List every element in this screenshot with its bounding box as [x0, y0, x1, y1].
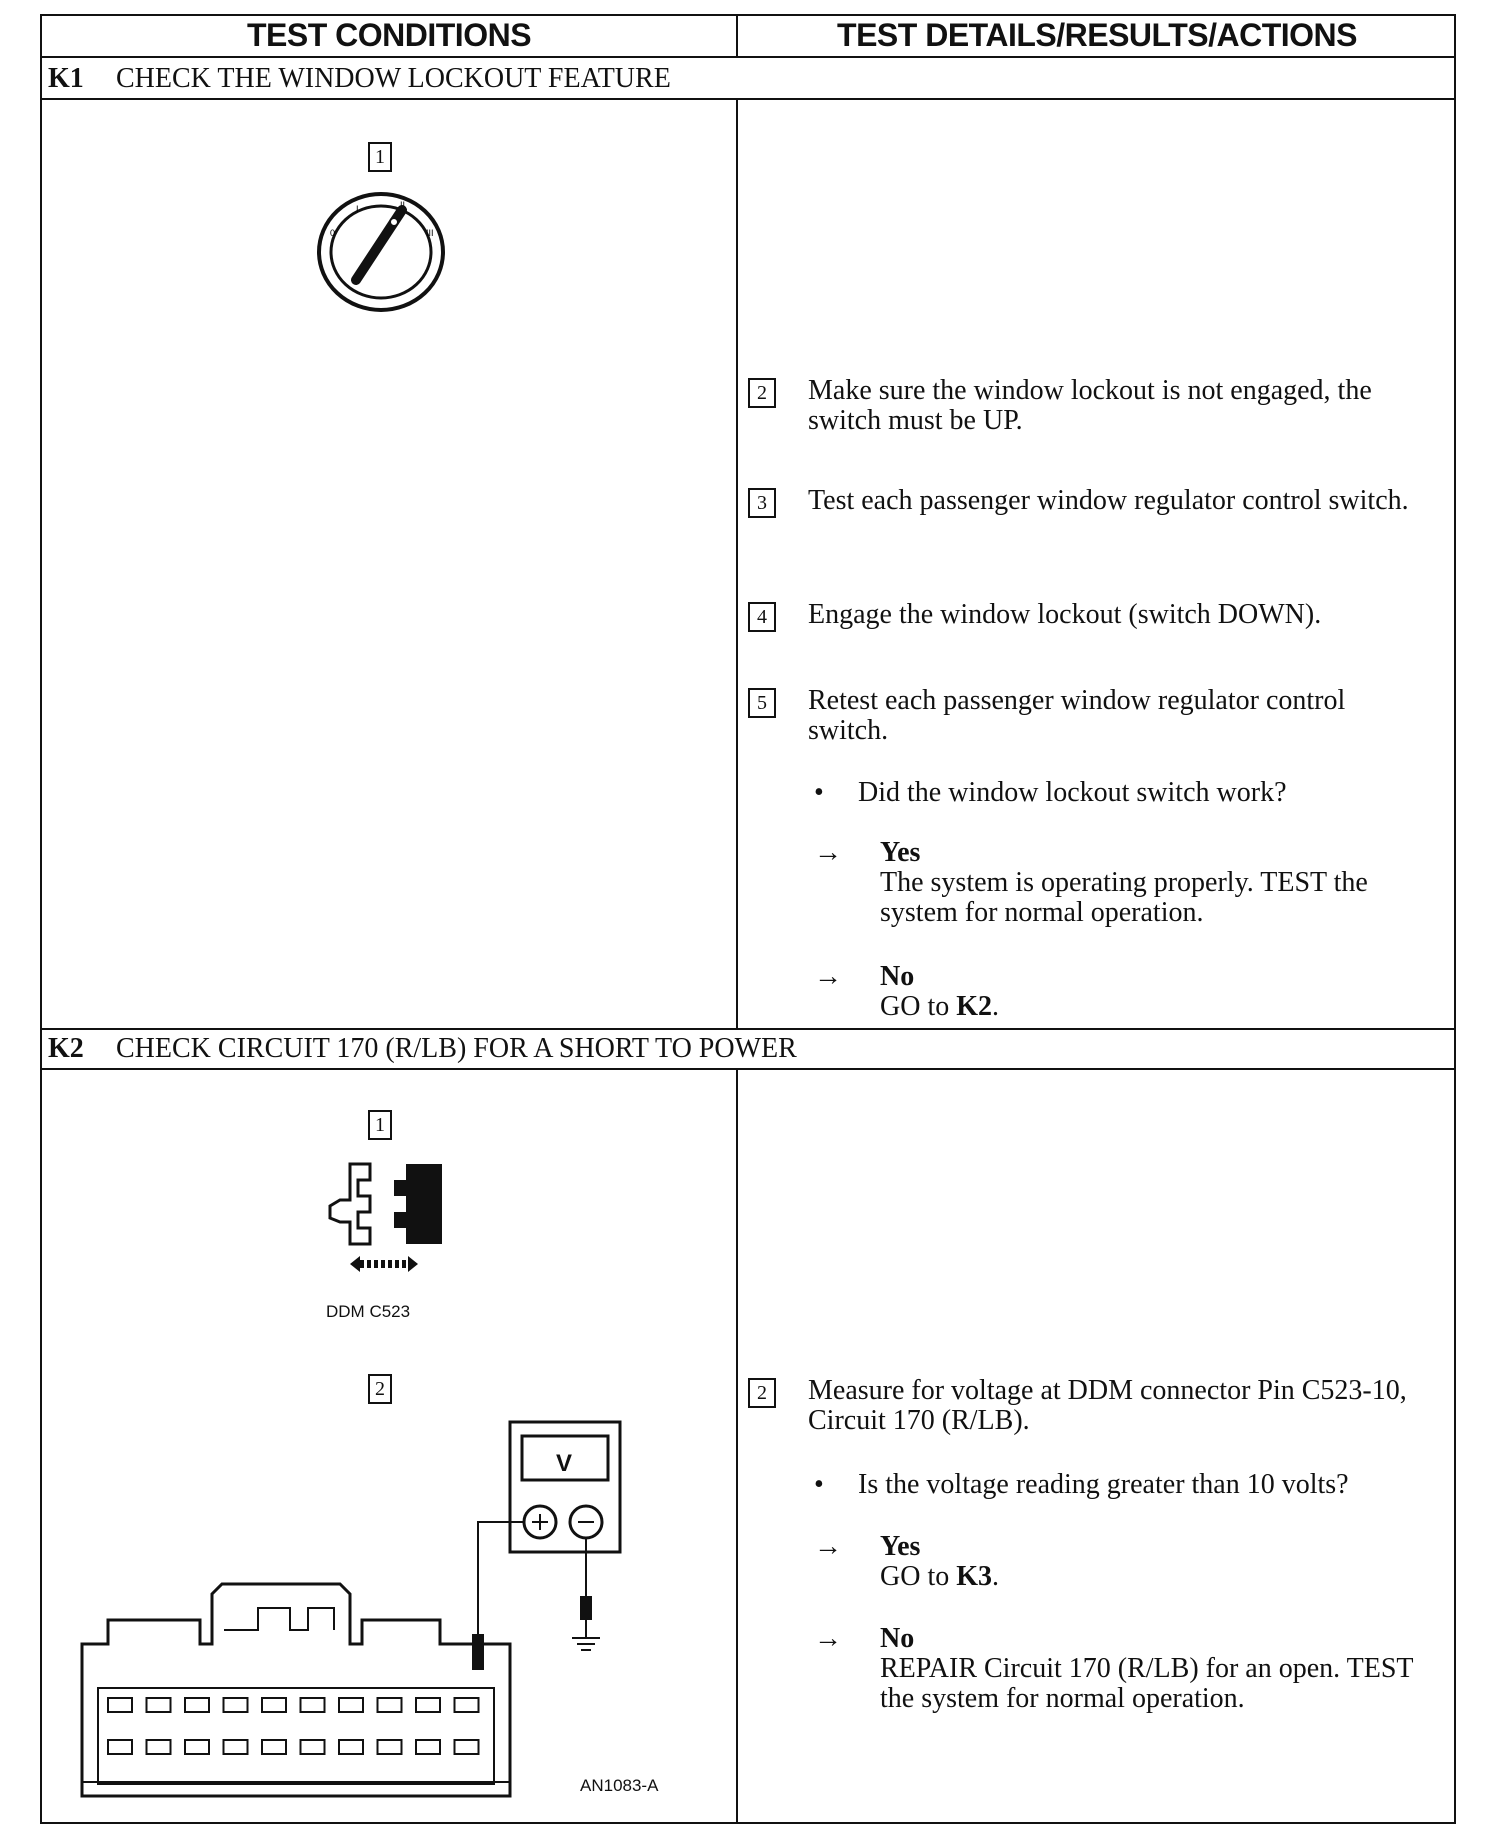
- k1-title: CHECK THE WINDOW LOCKOUT FEATURE: [116, 63, 671, 94]
- connector-pin-cavity: [107, 1697, 133, 1713]
- k2-figure1-number: 1: [368, 1110, 392, 1140]
- goto-target: K3: [956, 1561, 993, 1592]
- step-number: 2: [748, 1378, 776, 1408]
- step-text: Measure for voltage at DDM connector Pin…: [808, 1375, 1407, 1436]
- ground-icon: [572, 1620, 600, 1651]
- result-label: No: [880, 1623, 915, 1654]
- connector-pin-cavity: [299, 1697, 326, 1713]
- connector-pin-cavity: [453, 1739, 480, 1755]
- result-text: The system is operating properly. TEST t…: [880, 867, 1368, 928]
- k2-step-2: 2 Measure for voltage at DDM connector P…: [748, 1376, 1448, 1436]
- bullet-icon: •: [814, 777, 824, 808]
- header-divider: [40, 56, 1456, 58]
- connector-pin-cavity: [222, 1739, 249, 1755]
- connector-disconnect-icon: [328, 1162, 442, 1272]
- k1-id: K1: [48, 63, 84, 94]
- k2-question: • Is the voltage reading greater than 10 …: [814, 1470, 1349, 1500]
- connector-pin-cavity: [222, 1697, 249, 1713]
- result-text-suffix: .: [992, 991, 1000, 1022]
- connector-pin-cavity: [261, 1739, 287, 1755]
- test-table: [40, 14, 1456, 1824]
- step-text: Retest each passenger window regulator c…: [808, 685, 1346, 746]
- k1-step-5: 5 Retest each passenger window regulator…: [748, 686, 1448, 746]
- voltmeter-icon: [508, 1420, 622, 1554]
- connector-pin-cavity: [299, 1739, 326, 1755]
- connector-pin-cavity: [184, 1697, 210, 1713]
- connector-pin-cavity: [145, 1697, 172, 1713]
- connector-pin-cavity: [376, 1739, 403, 1755]
- arrow-right-icon: →: [814, 1623, 842, 1654]
- svg-text:III: III: [426, 228, 434, 238]
- column-divider-k2: [736, 1068, 738, 1824]
- header-test-details: TEST DETAILS/RESULTS/ACTIONS: [837, 16, 1357, 53]
- arrow-right-icon: →: [814, 837, 842, 868]
- svg-text:II: II: [400, 200, 405, 210]
- question-text: Did the window lockout switch work?: [858, 777, 1287, 808]
- step-text: Make sure the window lockout is not enga…: [808, 375, 1372, 436]
- connector-pin-cavity: [376, 1697, 403, 1713]
- k2-title: CHECK CIRCUIT 170 (R/LB) FOR A SHORT TO …: [116, 1033, 797, 1064]
- connector-pin-cavity: [338, 1739, 364, 1755]
- k1-title-divider: [40, 98, 1456, 100]
- result-text-prefix: GO to: [880, 991, 957, 1022]
- step-number: 2: [748, 378, 776, 408]
- voltmeter-connector-diagram: [80, 1420, 622, 1798]
- step-number: 3: [748, 488, 776, 518]
- connector-pin-cavity: [415, 1739, 441, 1755]
- meter-label: V: [556, 1450, 573, 1477]
- k2-result-yes: → Yes GO to K3.: [814, 1532, 1440, 1592]
- svg-text:I: I: [356, 204, 359, 214]
- connector-face-icon: [80, 1582, 512, 1798]
- connector-pin-cavity: [415, 1697, 441, 1713]
- ignition-switch-icon: 0 I II III: [317, 192, 445, 312]
- k1-result-no: → No GO to K2.: [814, 962, 1440, 1022]
- k1-step-3: 3 Test each passenger window regulator c…: [748, 485, 1448, 518]
- k2-id: K2: [48, 1033, 84, 1064]
- svg-text:0: 0: [330, 228, 335, 238]
- header-test-conditions: TEST CONDITIONS: [246, 16, 532, 53]
- k2-figure2-number: 2: [368, 1374, 392, 1404]
- step-number: 4: [748, 602, 776, 632]
- connector-pin-cavity: [453, 1697, 480, 1713]
- result-label: Yes: [880, 837, 921, 868]
- connector-pin-cavity: [145, 1739, 172, 1755]
- step-text: Test each passenger window regulator con…: [808, 485, 1409, 516]
- connector-pin-cavity: [261, 1697, 287, 1713]
- connector-pin-cavity: [338, 1697, 364, 1713]
- k2-title-divider: [40, 1068, 1456, 1070]
- arrow-right-icon: →: [814, 1531, 842, 1562]
- figure-id: AN1083-A: [580, 1776, 659, 1795]
- k2-title-row: K2 CHECK CIRCUIT 170 (R/LB) FOR A SHORT …: [48, 1028, 797, 1070]
- k1-result-yes: → Yes The system is operating properly. …: [814, 838, 1440, 928]
- question-text: Is the voltage reading greater than 10 v…: [858, 1469, 1349, 1500]
- goto-target: K2: [956, 991, 993, 1022]
- column-divider-k1: [736, 98, 738, 1030]
- column-divider-header: [736, 14, 738, 58]
- connector-caption: DDM C523: [326, 1302, 411, 1321]
- step-text: Engage the window lockout (switch DOWN).: [808, 599, 1322, 630]
- connector-pin-cavity: [107, 1739, 133, 1755]
- k1-step-2: 2 Make sure the window lockout is not en…: [748, 376, 1448, 436]
- k1-title-row: K1 CHECK THE WINDOW LOCKOUT FEATURE: [48, 58, 671, 100]
- k1-question: • Did the window lockout switch work?: [814, 778, 1287, 808]
- result-label: No: [880, 961, 915, 992]
- result-text-prefix: GO to: [880, 1561, 957, 1592]
- result-label: Yes: [880, 1531, 921, 1562]
- k1-step-4: 4 Engage the window lockout (switch DOWN…: [748, 599, 1448, 632]
- result-text-suffix: .: [992, 1561, 1000, 1592]
- connector-pin-cavity: [184, 1739, 210, 1755]
- arrow-right-icon: →: [814, 961, 842, 992]
- k1-figure-number: 1: [368, 142, 392, 172]
- k2-result-no: → No REPAIR Circuit 170 (R/LB) for an op…: [814, 1624, 1440, 1714]
- k2-top-divider: [40, 1028, 1456, 1030]
- result-text: REPAIR Circuit 170 (R/LB) for an open. T…: [880, 1653, 1414, 1714]
- bullet-icon: •: [814, 1469, 824, 1500]
- step-number: 5: [748, 688, 776, 718]
